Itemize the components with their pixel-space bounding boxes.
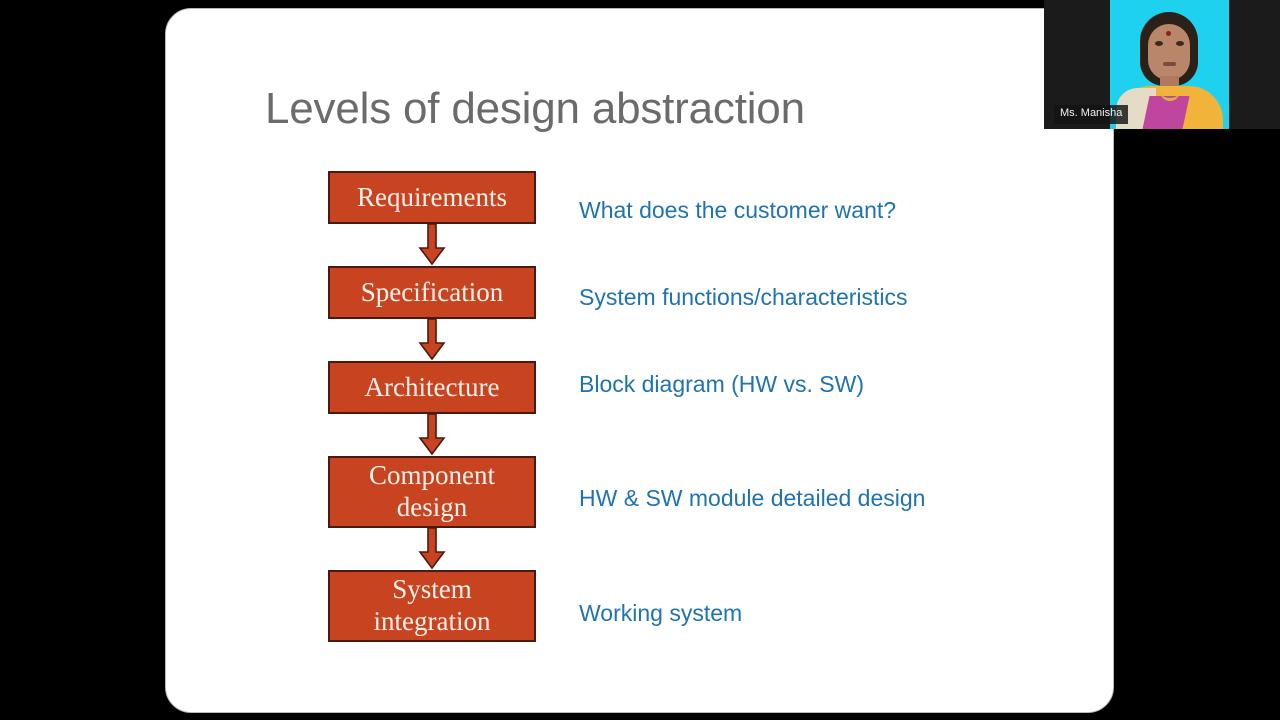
flow-box-label-group: System integration [374, 574, 491, 638]
annotation-specification: System functions/characteristics [579, 284, 908, 310]
flow-box-architecture[interactable]: Architecture [328, 361, 536, 414]
participant-name-label: Ms. Manisha [1054, 105, 1129, 124]
participant-video-feed [1110, 0, 1229, 129]
flow-box-label-line2: design [396, 492, 468, 522]
flow-step-architecture: Architecture [328, 361, 538, 414]
annotation-architecture: Block diagram (HW vs. SW) [579, 371, 864, 397]
portrait-mouth [1163, 62, 1176, 66]
flow-box-label: Architecture [364, 371, 500, 402]
flow-box-label: Requirements [357, 181, 507, 212]
flow-step-specification: Specification [328, 266, 538, 319]
annotation-system-integration: Working system [579, 600, 743, 626]
annotation-requirements: What does the customer want? [579, 197, 897, 223]
portrait-bindi [1166, 31, 1171, 36]
flow-box-label: Specification [360, 276, 504, 307]
flow-step-requirements: Requirements [328, 171, 538, 224]
flow-step-component-design: Component design [328, 456, 538, 528]
letterbox-left [0, 0, 157, 720]
flow-step-system-integration: System integration [328, 570, 538, 642]
flow-box-label-line1: System [392, 574, 472, 605]
flow-box-label-line2: integration [373, 606, 491, 636]
flow-box-system-integration[interactable]: System integration [328, 570, 536, 642]
flow-arrow-3 [328, 414, 536, 456]
flow-arrow-4 [328, 528, 536, 570]
annotation-component-design: HW & SW module detailed design [579, 485, 926, 511]
flow-box-label-group: Component design [369, 460, 495, 524]
shared-slide: Levels of design abstraction Requirement… [165, 8, 1114, 713]
portrait-saree-drape [1142, 96, 1190, 129]
abstraction-flow-diagram: Requirements Specification [328, 171, 538, 642]
participant-video-tile[interactable]: Ms. Manisha [1044, 0, 1280, 129]
portrait-eye-left [1155, 41, 1163, 46]
flow-box-label-line1: Component [369, 460, 495, 491]
flow-arrow-1 [328, 224, 536, 266]
flow-box-requirements[interactable]: Requirements [328, 171, 536, 224]
flow-box-specification[interactable]: Specification [328, 266, 536, 319]
flow-arrow-2 [328, 319, 536, 361]
portrait-necklace [1160, 88, 1180, 101]
page-title: Levels of design abstraction [265, 84, 805, 133]
letterbox-bottom-right [1114, 129, 1280, 720]
portrait-eye-right [1176, 41, 1184, 46]
flow-box-component-design[interactable]: Component design [328, 456, 536, 528]
